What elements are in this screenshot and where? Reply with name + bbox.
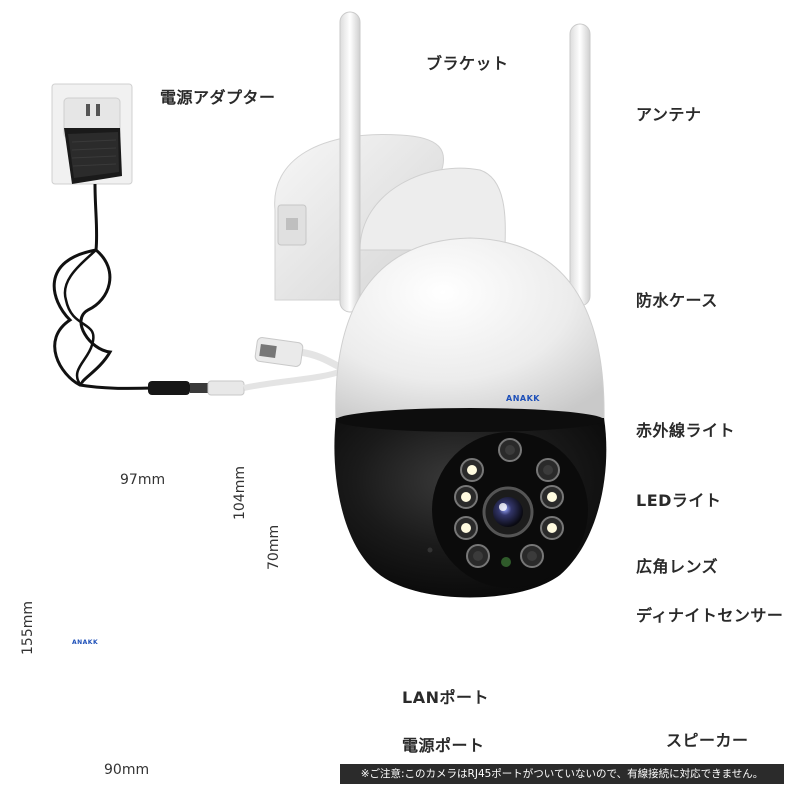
dimension-total-height: 155mm <box>20 601 36 655</box>
label-bracket: ブラケット <box>426 54 509 73</box>
label-speaker: スピーカー <box>666 731 749 750</box>
label-lan-port: LANポート <box>402 688 489 707</box>
label-antenna: アンテナ <box>636 105 702 124</box>
label-housing: 防水ケース <box>636 291 718 310</box>
label-daynight-sensor: ディナイトセンサー <box>636 606 784 625</box>
footer-note: ※ご注意:このカメラはRJ45ポートがついていないので、有線接続に対応できません… <box>340 764 784 784</box>
lens-glass <box>493 497 523 527</box>
label-power-adapter: 電源アダプター <box>160 88 276 107</box>
housing-dome <box>335 237 605 421</box>
label-power-port: 電源ポート <box>402 736 485 755</box>
brand-logo-main: ANAKK <box>506 394 540 403</box>
power-cable <box>52 183 161 390</box>
main-camera-illustration <box>274 11 607 598</box>
label-ir-light: 赤外線ライト <box>636 421 736 440</box>
power-adapter-illustration <box>51 83 347 396</box>
dc-plug <box>148 381 190 395</box>
dimension-height-side: 70mm <box>266 524 282 570</box>
dimension-base-width: 90mm <box>104 762 150 778</box>
lan-connector-illustration <box>254 337 347 374</box>
brand-logo-small: ANAKK <box>72 639 99 646</box>
dimension-width-top: 97mm <box>120 472 166 488</box>
label-led-light: LEDライト <box>636 491 722 510</box>
antenna-right <box>569 23 591 307</box>
antenna-left <box>339 11 361 313</box>
label-wide-lens: 広角レンズ <box>636 557 719 576</box>
light-ring <box>454 438 564 568</box>
dimension-depth: 104mm <box>232 466 248 520</box>
